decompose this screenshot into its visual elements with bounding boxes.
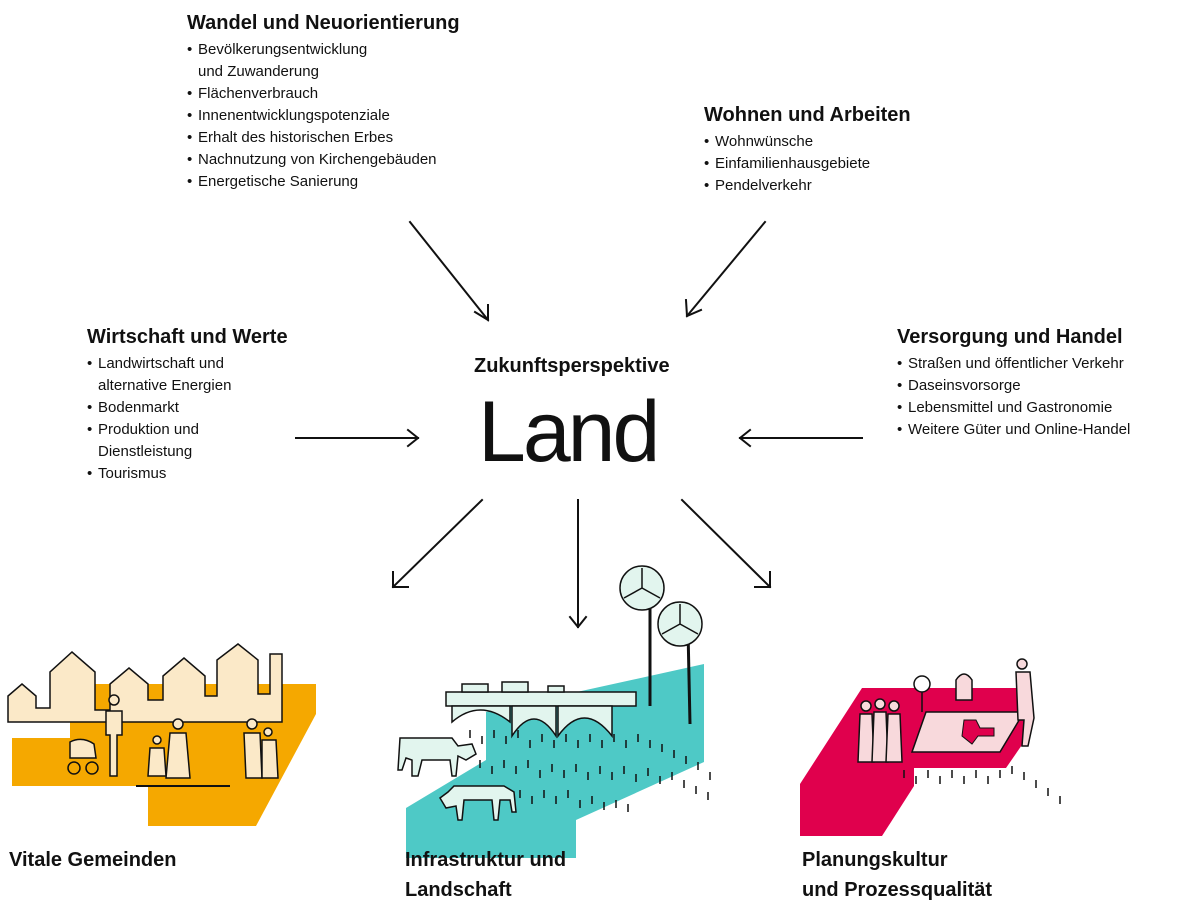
list-item: Wohnwünsche	[704, 131, 911, 153]
list-item: Innenentwicklungspotenziale	[187, 105, 460, 127]
list-item: Produktion und	[87, 419, 288, 441]
arrow-from-wandel	[408, 220, 490, 322]
topic-wohnen: Wohnen und Arbeiten Wohnwünsche Einfamil…	[704, 103, 911, 197]
people-group	[67, 694, 279, 787]
arrow-from-versorgung	[738, 428, 863, 448]
house-row	[7, 643, 283, 723]
rain-strokes	[469, 730, 711, 812]
wind-turbines	[619, 565, 703, 725]
list-item: Weitere Güter und Online-Handel	[897, 419, 1130, 441]
teal-ground	[406, 664, 704, 858]
list-item: Landwirtschaft und	[87, 353, 288, 375]
outcome-infrastruktur: Infrastruktur und Landschaft	[405, 845, 566, 905]
list-item: Bodenmarkt	[87, 397, 288, 419]
topic-wohnen-list: Wohnwünsche Einfamilienhausgebiete Pende…	[704, 131, 911, 197]
outcome-label: Vitale Gemeinden	[9, 849, 177, 871]
list-item-continuation: und Zuwanderung	[198, 63, 319, 80]
list-item: Straßen und öffentlicher Verkehr	[897, 353, 1130, 375]
list-item: Einfamilienhausgebiete	[704, 153, 911, 175]
list-item: Daseinsvorsorge	[897, 375, 1130, 397]
topic-versorgung-list: Straßen und öffentlicher Verkehr Daseins…	[897, 353, 1130, 441]
list-item: Nachnutzung von Kirchengebäuden	[187, 149, 460, 171]
planning-model	[961, 719, 995, 745]
outcome-label: Planungskultur	[802, 849, 948, 871]
topic-wandel: Wandel und Neuorientierung Bevölkerungse…	[187, 11, 460, 193]
planning-people	[857, 658, 1035, 763]
magenta-ground	[800, 688, 1024, 836]
arrow-to-planungskultur	[680, 498, 772, 589]
list-item: Tourismus	[87, 463, 288, 485]
list-item: Pendelverkehr	[704, 175, 911, 197]
outcome-label: Infrastruktur und	[405, 849, 567, 871]
topic-versorgung: Versorgung und Handel Straßen und öffent…	[897, 325, 1130, 441]
list-item: Erhalt des historischen Erbes	[187, 127, 460, 149]
topic-wandel-list: Bevölkerungsentwicklung und Zuwanderung …	[187, 39, 460, 193]
topic-wohnen-heading: Wohnen und Arbeiten	[704, 104, 911, 126]
center-title: Land	[478, 384, 660, 480]
outcome-label-line2: Landschaft	[405, 879, 512, 901]
cows	[397, 737, 517, 821]
arrow-from-wohnen	[684, 220, 767, 318]
topic-wirtschaft: Wirtschaft und Werte Landwirtschaft und …	[87, 325, 288, 485]
arrow-to-infrastruktur	[568, 499, 588, 629]
texture-strokes	[903, 766, 1061, 804]
list-item: Bevölkerungsentwicklung	[187, 39, 460, 61]
list-item-continuation: Dienstleistung	[98, 443, 193, 460]
arrow-from-wirtschaft	[295, 428, 420, 448]
bridge	[445, 681, 637, 739]
list-item: Lebensmittel und Gastronomie	[897, 397, 1130, 419]
outcome-vitale-gemeinden: Vitale Gemeinden	[9, 845, 176, 875]
list-item: Flächenverbrauch	[187, 83, 460, 105]
topic-wandel-heading: Wandel und Neuorientierung	[187, 12, 460, 34]
arrow-to-vitale-gemeinden	[391, 498, 484, 589]
list-item-continuation: alternative Energien	[98, 377, 232, 394]
topic-wirtschaft-heading: Wirtschaft und Werte	[87, 326, 288, 348]
topic-wirtschaft-list: Landwirtschaft und alternative Energien …	[87, 353, 288, 485]
center-subtitle: Zukunftsperspektive	[474, 355, 670, 377]
outcome-label-line2: und Prozessqualität	[802, 879, 993, 901]
outcome-planungskultur: Planungskultur und Prozessqualität	[802, 845, 992, 905]
list-item: Energetische Sanierung	[187, 171, 460, 193]
topic-versorgung-heading: Versorgung und Handel	[897, 326, 1123, 348]
